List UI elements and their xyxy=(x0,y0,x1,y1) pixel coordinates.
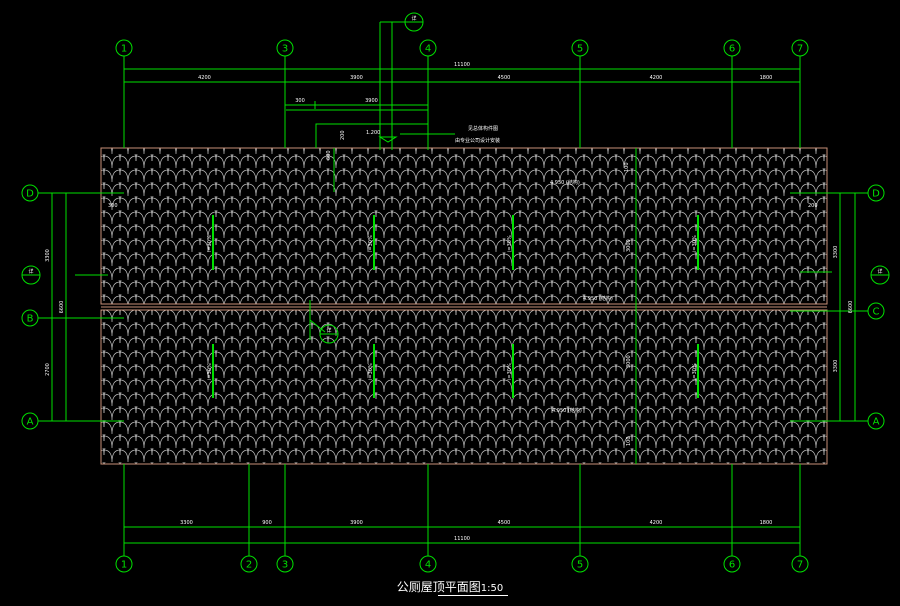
left-axis-A-bubble xyxy=(21,412,39,430)
slope-label-2: i=30% xyxy=(368,235,374,252)
bottom-axis-5-label: 5 xyxy=(577,560,583,571)
slope-label-4: i=30% xyxy=(692,235,698,252)
detail-marker-text-2: 详 xyxy=(326,327,331,334)
bottom-dim-text-1: 900 xyxy=(262,520,272,526)
top-axis-1-label: 1 xyxy=(121,44,127,55)
dimension-lines: 11100 4200 3900 4500 4200 1800 300 3900 3300 900 3… xyxy=(45,62,859,547)
annotations: 见总体构件图 由专业公司设计安装 4.950 (结构) 4.950 (结构) 4… xyxy=(108,125,818,446)
upper-dim-text-0: 300 xyxy=(295,98,305,104)
misc-dim-6: 200 xyxy=(808,203,818,209)
misc-dim-2: 3000 xyxy=(626,239,632,252)
top-axis-4-label: 4 xyxy=(425,44,431,55)
right-axis-D-label: D xyxy=(872,189,880,200)
vent-block xyxy=(75,21,832,464)
top-axis-5-bubble xyxy=(571,39,589,57)
misc-dim-8: 600 xyxy=(326,150,332,160)
bottom-axis-4-label: 4 xyxy=(425,560,431,571)
top-axis-4-bubble xyxy=(419,39,437,57)
top-axis-6-label: 6 xyxy=(729,44,735,55)
top-dim-text-0: 4200 xyxy=(198,75,211,81)
bottom-dim-text-0: 3300 xyxy=(180,520,193,526)
left-dim-text-1: 2700 xyxy=(45,363,51,376)
slope-label-6: i=30% xyxy=(368,363,374,380)
left-axis-B-bubble xyxy=(21,309,39,327)
right-axis-A-label: A xyxy=(873,417,880,428)
drawing-caption: 公厕屋顶平面图1:50 xyxy=(0,578,900,596)
bottom-axis-7-label: 7 xyxy=(797,560,803,571)
bottom-axis-2-label: 2 xyxy=(246,560,252,571)
top-dim-text-2: 4500 xyxy=(498,75,511,81)
bottom-axis-3-bubble xyxy=(276,555,294,573)
top-total-dim-text-0: 11100 xyxy=(454,62,470,68)
slope-arrows xyxy=(212,215,699,398)
bottom-axis-6-label: 6 xyxy=(729,560,735,571)
bottom-total-dim-text-0: 11100 xyxy=(454,536,470,542)
right-dim-text-1: 3300 xyxy=(833,360,839,373)
top-axis-7-label: 7 xyxy=(797,44,803,55)
detail-marker-text-0: 详 xyxy=(411,15,416,22)
misc-dim-5: 300 xyxy=(108,203,118,209)
top-axis-6-bubble xyxy=(723,39,741,57)
right-dim-text-0: 3300 xyxy=(833,246,839,259)
right-axis-C-bubble xyxy=(867,302,885,320)
right-axis-A-bubble xyxy=(867,412,885,430)
elevation-label-3: 4.950 (结构) xyxy=(552,407,582,414)
top-dim-text-1: 3900 xyxy=(350,75,363,81)
misc-dim-3: 3000 xyxy=(626,355,632,368)
right-axis-C-label: C xyxy=(873,307,880,318)
detail-marker-text-3: 详 xyxy=(877,268,882,275)
slope-label-3: i=30% xyxy=(507,235,513,252)
drawing-scale: 1:50 xyxy=(480,583,504,594)
misc-dim-1: 100 xyxy=(624,162,630,172)
note-2: 由专业公司设计安装 xyxy=(455,137,500,144)
top-axis-5-label: 5 xyxy=(577,44,583,55)
bottom-axis-1-bubble xyxy=(115,555,133,573)
slope-label-7: i=30% xyxy=(507,363,513,380)
top-axis-3-label: 3 xyxy=(282,44,288,55)
bottom-dim-text-2: 3900 xyxy=(350,520,363,526)
left-axis-A-label: A xyxy=(27,417,34,428)
misc-dim-7: 200 xyxy=(340,130,346,140)
top-axis-3-bubble xyxy=(276,39,294,57)
bottom-axis-3-label: 3 xyxy=(282,560,288,571)
bottom-dim-text-4: 4200 xyxy=(650,520,663,526)
slope-label-1: i=30% xyxy=(207,235,213,252)
slope-label-5: i=30% xyxy=(207,363,213,380)
top-axis-1-bubble xyxy=(115,39,133,57)
misc-dim-4: 100 xyxy=(626,436,632,446)
elevation-label-1: 4.950 (结构) xyxy=(550,179,580,186)
left-dim-text-0: 3300 xyxy=(45,249,51,262)
bottom-dim-text-5: 1800 xyxy=(760,520,773,526)
right-axis-D-bubble xyxy=(867,184,885,202)
caption-underline xyxy=(438,595,508,596)
right-total-dim-text-0: 6600 xyxy=(848,301,854,314)
left-axis-D-label: D xyxy=(26,189,34,200)
bottom-dim-text-3: 4500 xyxy=(498,520,511,526)
note-1: 见总体构件图 xyxy=(468,125,498,132)
bottom-axis-4-bubble xyxy=(419,555,437,573)
roof-tiles xyxy=(100,147,828,465)
upper-dim-text-1: 3900 xyxy=(365,98,378,104)
top-dim-text-4: 1800 xyxy=(760,75,773,81)
top-axis-7-bubble xyxy=(791,39,809,57)
left-axis-B-label: B xyxy=(27,314,34,325)
drawing-title: 公厕屋顶平面图 xyxy=(396,580,481,594)
left-axis-D-bubble xyxy=(21,184,39,202)
slope-label-8: i=30% xyxy=(692,363,698,380)
elevation-label-2: 4.950 (结构) xyxy=(583,295,613,302)
detail-marker-text-1: 详 xyxy=(28,268,33,275)
bottom-axis-5-bubble xyxy=(571,555,589,573)
bottom-axis-6-bubble xyxy=(723,555,741,573)
bottom-axis-2-bubble xyxy=(240,555,258,573)
bottom-axis-7-bubble xyxy=(791,555,809,573)
bottom-axis-1-label: 1 xyxy=(121,560,127,571)
misc-dim-9: 1.200 xyxy=(366,130,380,136)
top-dim-text-3: 4200 xyxy=(650,75,663,81)
left-total-dim-text-0: 6600 xyxy=(59,301,65,314)
